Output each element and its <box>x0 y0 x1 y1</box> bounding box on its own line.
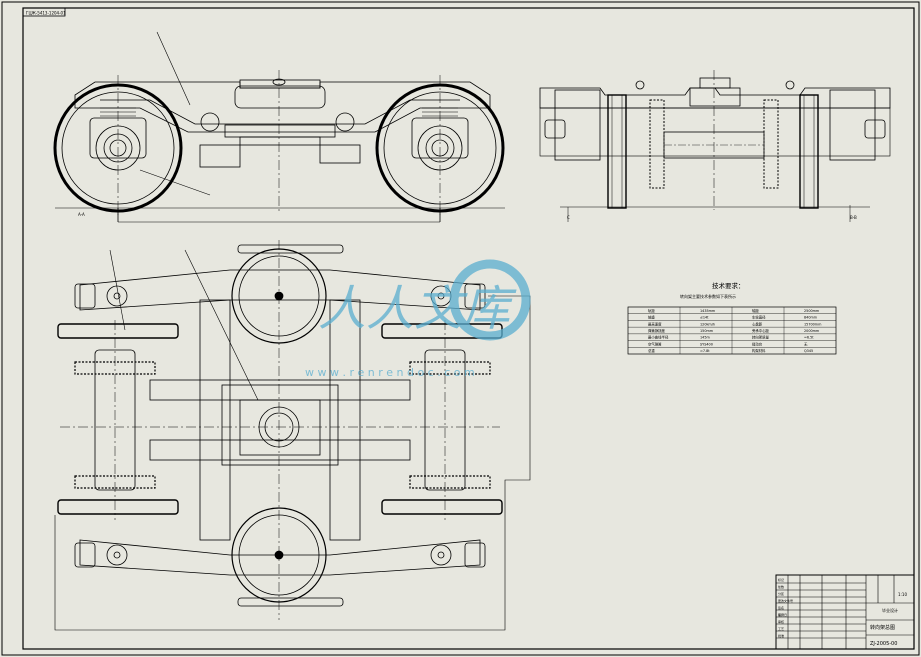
tech-cell: 15700mm <box>804 322 822 326</box>
tech-cell: ≈6.5t <box>804 336 814 340</box>
title-block-label: 分区 <box>778 591 784 596</box>
tech-cell: 2000mm <box>804 329 820 333</box>
title-block-label: 设计 <box>778 612 784 617</box>
title-block-label: 批准 <box>778 633 784 638</box>
tech-cell: 轴重 <box>648 315 655 320</box>
inner-frame <box>22 7 915 650</box>
watermark: 人人文库 w w w . r e n r e n d o c . c o m <box>305 259 531 379</box>
tech-subtitle: 转向架主要技术参数如下表所示 <box>680 293 736 299</box>
tech-cell: 摇动台 <box>752 341 763 346</box>
tech-cell: ≤14t <box>700 316 709 320</box>
title-block-label: 更改文件号 <box>778 598 793 603</box>
title-block-label: 审核 <box>778 619 784 624</box>
title-block-label: 标记 <box>778 577 784 582</box>
title-scale: 1:10 <box>898 592 907 597</box>
title-block <box>775 574 915 650</box>
watermark-logo-text: 人人文库 <box>318 281 517 337</box>
tech-cell: 心盘距 <box>752 321 763 326</box>
tech-table: 轨距 1435mm 轴距 2500mm 轴重 ≤14t 车轮直径 840mm 最高速度 120km… <box>628 307 836 354</box>
svg-text:A-A: A-A <box>78 212 85 217</box>
tech-cell: 轴距 <box>752 308 759 313</box>
tech-cell: SYS400 <box>700 342 713 346</box>
tech-cell: 车轮直径 <box>752 315 766 320</box>
title-school: 毕业设计 <box>882 607 898 613</box>
svg-text:C: C <box>567 215 570 220</box>
tech-cell: 150mm <box>700 329 714 333</box>
tech-cell: 构架材料 <box>752 348 766 353</box>
title-block-label: 签名 <box>778 605 784 610</box>
title-block-label: 年月日 <box>778 612 787 617</box>
tech-title: 技术要求： <box>712 281 745 290</box>
title-block-label: 处数 <box>778 584 784 589</box>
end-view: B-B C <box>539 70 891 222</box>
svg-text:B-B: B-B <box>850 215 857 220</box>
title-block-text: 毕业设计 转向架总图 1:10 ZJ-2005-00 标记处数分区更改文件号签名… <box>778 577 907 647</box>
tech-cell: Q345 <box>804 349 813 353</box>
corner-tag: ГЦЖ-5413-1204-01 <box>26 11 66 16</box>
tech-cell: 120km/h <box>700 322 715 326</box>
tech-cell: ≈7.8t <box>700 349 710 353</box>
tech-cell: 840mm <box>804 316 818 320</box>
title-drawing-no: ZJ-2005-00 <box>870 641 897 647</box>
tech-cell: 弹簧静挠度 <box>648 328 666 333</box>
tech-cell: 1435mm <box>700 309 716 313</box>
tech-cell: 转向架质量 <box>752 335 770 340</box>
watermark-url: w w w . r e n r e n d o c . c o m <box>305 366 475 379</box>
tech-cell: 最小曲线半径 <box>648 335 669 340</box>
tech-cell: 总重 <box>648 348 655 353</box>
watermark-logo-icon <box>449 259 531 341</box>
title-block-label: 工艺 <box>778 626 784 631</box>
tech-cell: 145m <box>700 336 710 340</box>
tech-cell: 轨距 <box>648 308 655 313</box>
tech-cell: 最高速度 <box>648 321 662 326</box>
plan-view <box>54 240 531 631</box>
tech-cell: 无 <box>804 342 808 346</box>
tech-cell: 空气弹簧 <box>648 341 662 346</box>
tech-cell: 2500mm <box>804 309 820 313</box>
corner-tag-box <box>22 7 66 17</box>
tech-requirements: 技术要求： 转向架主要技术参数如下表所示 轨距 1435mm 轴距 2500mm 轴重 ≤… <box>627 281 837 355</box>
title-designation: 转向架总图 <box>870 624 895 631</box>
tech-cell: 旁承中心距 <box>752 328 770 333</box>
side-view: A-A <box>53 31 505 223</box>
